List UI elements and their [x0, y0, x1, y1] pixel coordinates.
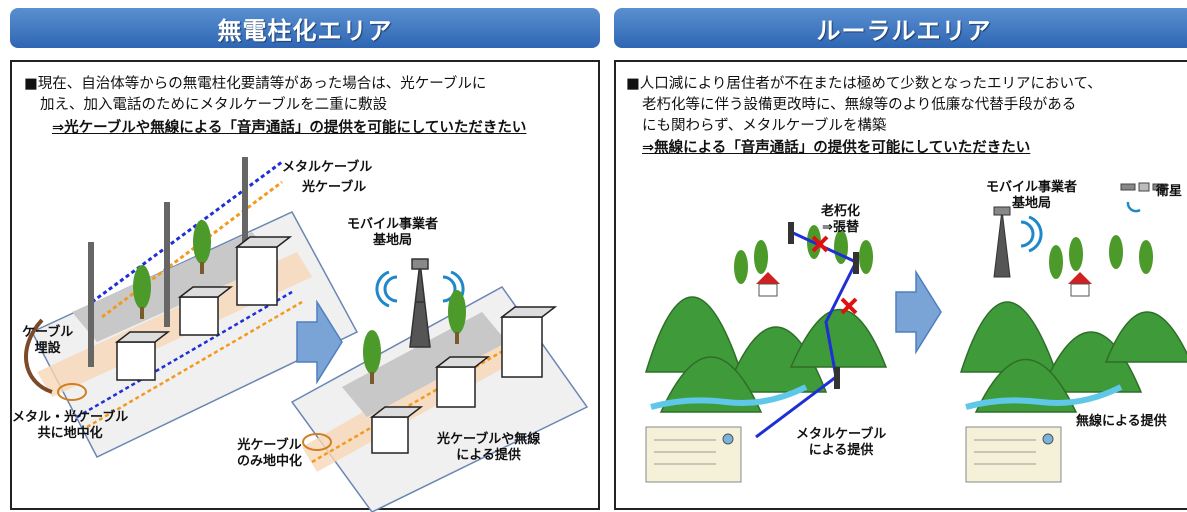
cable-laying-arrow: [24, 318, 53, 394]
cable-laying-label: ケーブル埋設: [22, 325, 74, 356]
aging-label: 老朽化⇒張替: [821, 204, 861, 235]
optical-cable-line: [101, 180, 283, 319]
optical-cable-label: 光ケーブル: [302, 180, 367, 195]
right-area-header: ルーラルエリア: [614, 8, 1187, 48]
transition-arrow-left: [296, 299, 343, 385]
left-sidewalk-1: [72, 232, 277, 342]
mobile-tower: [409, 258, 431, 348]
right-request: ⇒無線による「音声通話」の提供を可能にしていただきたい: [642, 140, 1031, 156]
tree: [133, 220, 211, 319]
satellite-label: 衛星: [1156, 184, 1183, 199]
utility-pole-1: [88, 242, 94, 367]
right-mobile-base-label: モバイル事業者基地局: [986, 180, 1078, 211]
satellite-icon: [1120, 182, 1168, 192]
metal-cable-line: [91, 160, 283, 304]
river: [650, 384, 808, 410]
wireless-service-label: 無線による提供: [1076, 414, 1167, 429]
optical-only-label: 光ケーブルのみ地中化: [237, 438, 303, 469]
cable-pole: [788, 222, 859, 389]
metal-cable-label: メタルケーブル: [282, 160, 373, 175]
mountain: [644, 296, 888, 413]
utility-pole-3: [242, 157, 248, 277]
metal-service-label: メタルケーブルによる提供: [796, 427, 887, 458]
left-request: ⇒光ケーブルや無線による「音声通話」の提供を可能にしていただきたい: [52, 120, 527, 136]
underground-marker-1: [57, 383, 87, 401]
mobile-tower-rural: [993, 206, 1011, 278]
cross-mark-icon: [811, 235, 858, 315]
exchange-equipment-1: [645, 426, 742, 483]
house-icon: [756, 272, 780, 297]
left-area-header: 無電柱化エリア: [10, 8, 600, 48]
right-desc-line3: にも関わらず、メタルケーブルを構築: [642, 118, 887, 134]
left-panel: ■現在、自治体等からの無電柱化要請等があった場合は、光ケーブルに 加え、加入電話…: [10, 60, 600, 512]
both-underground-label: メタル・光ケーブル共に地中化: [12, 410, 129, 441]
left-desc-line2: 加え、加入電話のためにメタルケーブルを二重に敷設: [40, 97, 388, 113]
exchange-equipment-2: [965, 426, 1062, 483]
right-desc-line2: 老朽化等に伴う設備更改時に、無線等のより低廉な代替手段がある: [642, 97, 1077, 113]
underground-marker-2: [302, 433, 332, 451]
left-desc-line1: ■現在、自治体等からの無電柱化要請等があった場合は、光ケーブルに: [24, 76, 487, 92]
utility-pole-2: [164, 202, 170, 327]
right-panel: ■人口減により居住者が不在または極めて少数となったエリアにおいて、 老朽化等に伴…: [614, 60, 1187, 510]
transition-arrow-right: [895, 269, 942, 355]
left-mobile-base-label: モバイル事業者基地局: [347, 217, 439, 248]
left-diagram: [24, 157, 589, 512]
metal-cable-route: [755, 230, 859, 439]
equipment-cabinet: [114, 236, 293, 381]
right-desc-line1: ■人口減により居住者が不在または極めて少数となったエリアにおいて、: [626, 76, 1102, 92]
right-diagram: [644, 182, 1187, 483]
left-service-label: 光ケーブルや無線による提供: [437, 432, 541, 463]
